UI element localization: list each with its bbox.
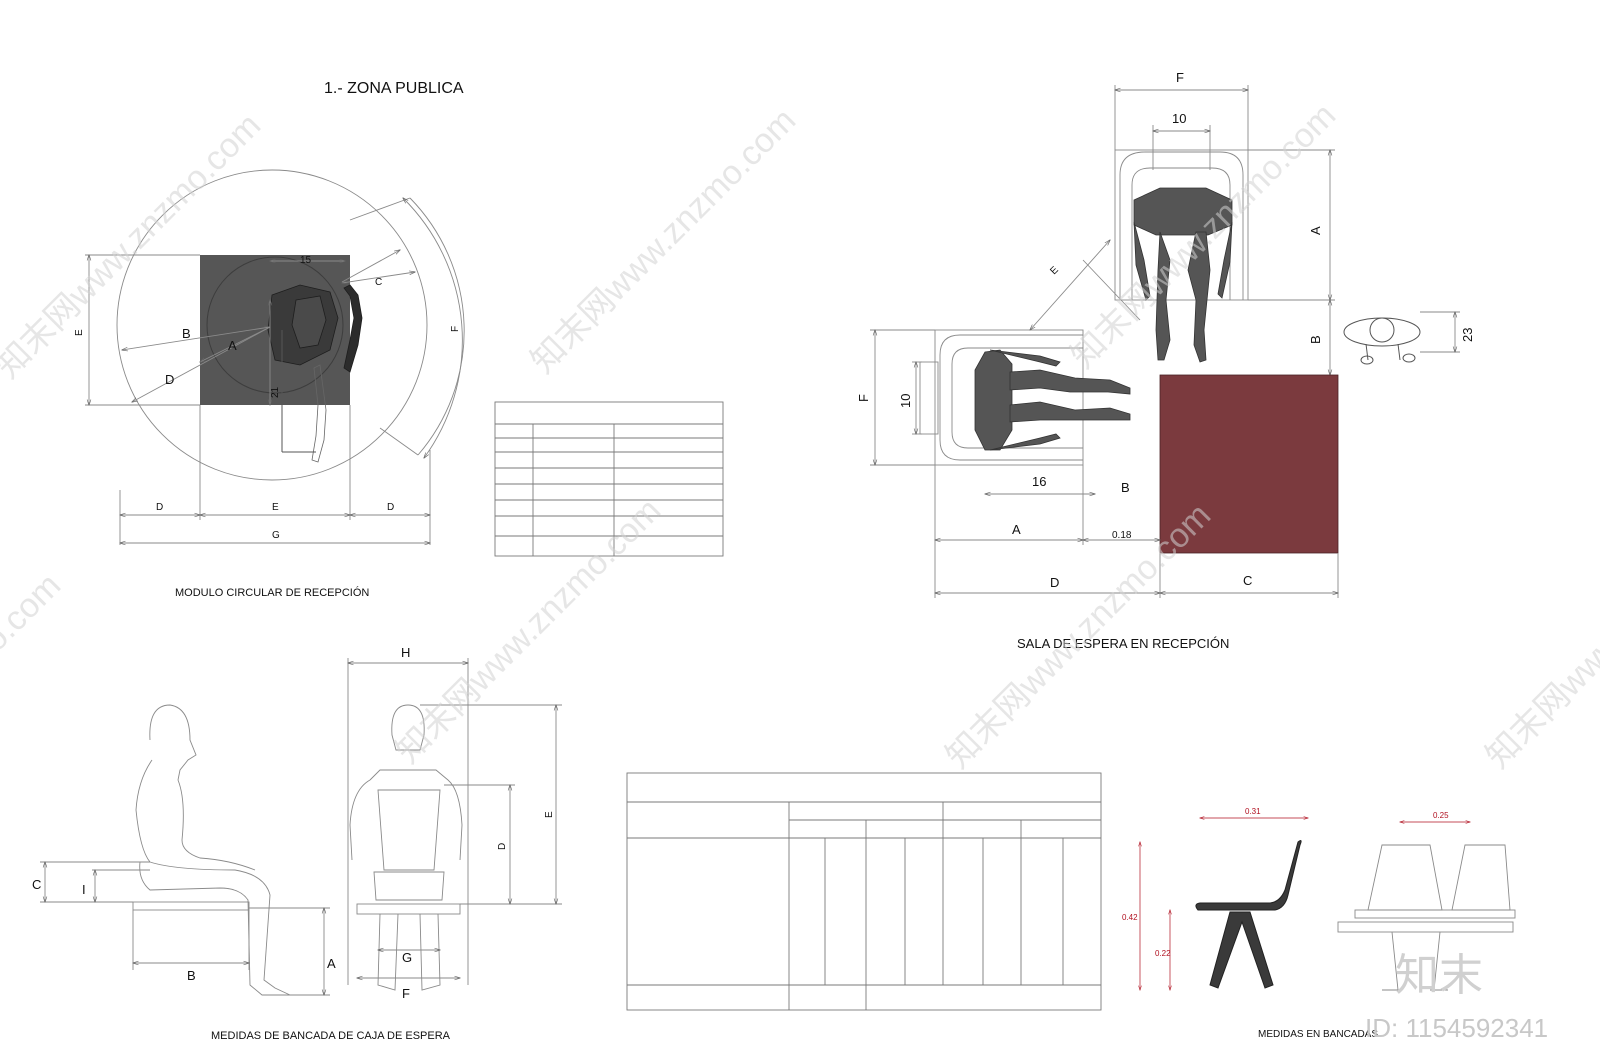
dim-label-b: B <box>182 326 191 341</box>
dim-label-10-top: 10 <box>1172 111 1186 126</box>
waiting-room-plan: F 10 A B 23 E <box>856 70 1475 598</box>
chair-width-031: 0.31 <box>1245 807 1261 816</box>
watermark-logo: 知末 <box>1395 951 1483 1000</box>
sheet-title: 1.- ZONA PUBLICA <box>324 80 464 97</box>
watermark-text-2: 知末网www.znzmo.com <box>524 101 803 380</box>
dim-label-c-bottom: C <box>1243 573 1252 588</box>
dim-label-15: 15 <box>300 255 312 266</box>
bench-label-b: B <box>187 968 196 983</box>
dim-label-bottom-g: G <box>272 530 280 541</box>
bench-width-025: 0.25 <box>1433 811 1449 820</box>
dim-label-f-left: F <box>856 394 871 402</box>
bench-label-g: G <box>402 950 412 965</box>
dim-label-b-mid: B <box>1121 480 1130 495</box>
dim-label-21: 21 <box>270 386 281 398</box>
dim-label-f-arc: F <box>450 326 461 332</box>
person-left-figure <box>974 349 1131 451</box>
person-top-figure <box>1133 187 1233 363</box>
chair-side-view: 0.31 0.42 0.22 <box>1122 807 1308 990</box>
dim-label-bottom-d2: D <box>387 502 394 513</box>
bench-label-e: E <box>544 811 555 818</box>
bench-side-view: C I B A <box>32 704 336 995</box>
caption-benches: MEDIDAS EN BANCADAS <box>1258 1029 1378 1040</box>
dim-label-16: 16 <box>1032 474 1046 489</box>
reception-counter <box>1159 374 1339 554</box>
dim-label-c: C <box>375 277 382 288</box>
watermark-layer: 知末网www.znzmo.com 知末网www.znzmo.com 知末网www… <box>0 96 1600 1043</box>
dim-label-d-bottom: D <box>1050 575 1059 590</box>
bench-label-d: D <box>497 843 508 850</box>
bench-label-i: I <box>82 882 86 897</box>
caption-circular-module: MODULO CIRCULAR DE RECEPCIÓN <box>175 586 369 599</box>
table-large <box>626 772 1102 1011</box>
circular-module: B A D C 15 21 E F D E D G <box>74 169 465 545</box>
dim-label-b-right: B <box>1308 335 1323 344</box>
watermark-id: ID: 1154592341 <box>1365 1013 1548 1043</box>
watermark-text-5: 知末网www.znzmo.com <box>389 491 668 770</box>
dim-label-bottom-e: E <box>272 502 279 513</box>
bench-row-front-view: 0.25 <box>1337 811 1516 991</box>
dim-label-e-diag: E <box>1048 264 1061 277</box>
dim-label-10-left: 10 <box>898 394 913 408</box>
dim-label-a-bottom: A <box>1012 522 1021 537</box>
chair-height-022: 0.22 <box>1155 949 1171 958</box>
dim-label-018: 0.18 <box>1112 530 1132 541</box>
watermark-text-4: 知末网www.znzmo.com <box>0 566 68 845</box>
dim-label-e-left: E <box>74 329 85 336</box>
table-small <box>494 401 724 557</box>
bench-front-view: H E D G F <box>348 645 562 1001</box>
bench-label-a: A <box>327 956 336 971</box>
dim-label-23: 23 <box>1460 328 1475 342</box>
dim-label-f-top: F <box>1176 70 1184 85</box>
watermark-text-7: 知末网www.znzmo.com <box>1479 496 1600 775</box>
bench-label-f: F <box>402 986 410 1001</box>
caption-waiting-room: SALA DE ESPERA EN RECEPCIÓN <box>1017 636 1229 651</box>
caption-bench: MEDIDAS DE BANCADA DE CAJA DE ESPERA <box>211 1030 451 1042</box>
dim-label-a: A <box>228 338 237 353</box>
bench-label-h: H <box>401 645 410 660</box>
bench-label-c: C <box>32 877 41 892</box>
dim-label-bottom-d1: D <box>156 502 163 513</box>
dim-label-a-right: A <box>1308 226 1323 235</box>
person-plan-small <box>1343 317 1421 365</box>
chair-height-042: 0.42 <box>1122 913 1138 922</box>
dim-label-d: D <box>165 372 174 387</box>
